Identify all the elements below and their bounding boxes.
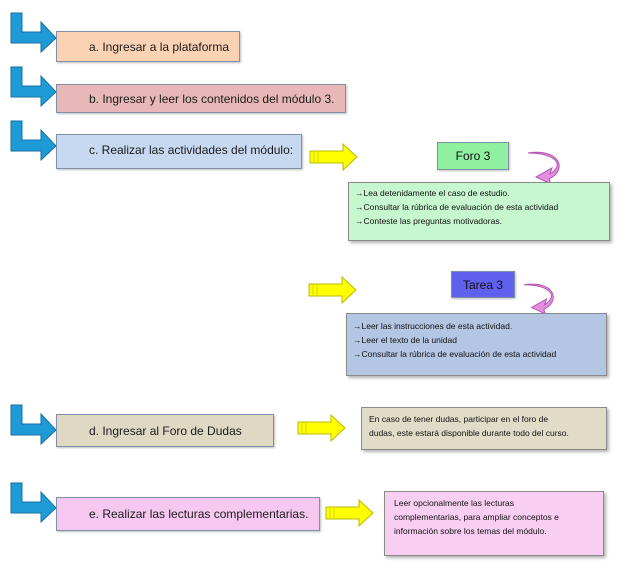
tarea-note: →Leer las instrucciones de esta activida…	[346, 313, 607, 376]
foro-title-box: Foro 3	[437, 142, 509, 170]
curved-arrow-icon	[523, 283, 554, 316]
lecturas-line: Leer opcionalmente las lecturas	[394, 498, 515, 508]
foro-title: Foro 3	[455, 149, 491, 163]
yellow-arrow-icon	[325, 498, 374, 528]
lecturas-line: información sobre los temas del módulo.	[394, 526, 547, 536]
l-arrow-icon	[10, 66, 57, 108]
curved-arrow-icon	[527, 151, 560, 185]
lecturas-line: complementarias, para ampliar conceptos …	[394, 512, 559, 522]
step-e-label: e. Realizar las lecturas complementarias…	[89, 507, 309, 521]
tarea-item: →Leer el texto de la unidad	[353, 335, 457, 345]
step-c-label: c. Realizar las actividades del módulo:	[89, 143, 294, 157]
step-b-label: b. Ingresar y leer los contenidos del mó…	[89, 91, 335, 106]
foro-item: →Consultar la rúbrica de evaluación de e…	[355, 202, 559, 212]
l-arrow-icon	[10, 482, 57, 524]
l-arrow-icon	[10, 12, 57, 54]
yellow-arrow-icon	[308, 275, 357, 305]
lecturas-note: Leer opcionalmente las lecturas compleme…	[384, 491, 604, 556]
yellow-arrow-icon	[297, 413, 346, 443]
tarea-item: →Leer las instrucciones de esta activida…	[353, 321, 513, 331]
foro-item: →Lea detenidamente el caso de estudio.	[355, 188, 510, 198]
l-arrow-icon	[10, 120, 57, 162]
step-a-label: a. Ingresar a la plataforma	[89, 39, 230, 54]
tarea-item: →Consultar la rúbrica de evaluación de e…	[353, 349, 557, 359]
dudas-note: En caso de tener dudas, participar en el…	[361, 407, 607, 450]
foro-item: →Conteste las preguntas motivadoras.	[355, 216, 502, 226]
step-a-box: a. Ingresar a la plataforma	[56, 31, 240, 62]
dudas-line: En caso de tener dudas, participar en el…	[369, 414, 549, 424]
step-b-box: b. Ingresar y leer los contenidos del mó…	[56, 84, 346, 113]
tarea-title: Tarea 3	[462, 277, 504, 292]
tarea-title-box: Tarea 3	[451, 271, 515, 298]
step-e-box: e. Realizar las lecturas complementarias…	[56, 497, 320, 531]
step-c-box: c. Realizar las actividades del módulo:	[56, 134, 302, 169]
yellow-arrow-icon	[309, 142, 358, 172]
foro-note: →Lea detenidamente el caso de estudio. →…	[348, 182, 610, 241]
dudas-line: dudas, este estará disponible durante to…	[369, 428, 569, 438]
step-d-label: d. Ingresar al Foro de Dudas	[89, 423, 242, 438]
l-arrow-icon	[10, 404, 57, 446]
step-d-box: d. Ingresar al Foro de Dudas	[56, 414, 274, 447]
